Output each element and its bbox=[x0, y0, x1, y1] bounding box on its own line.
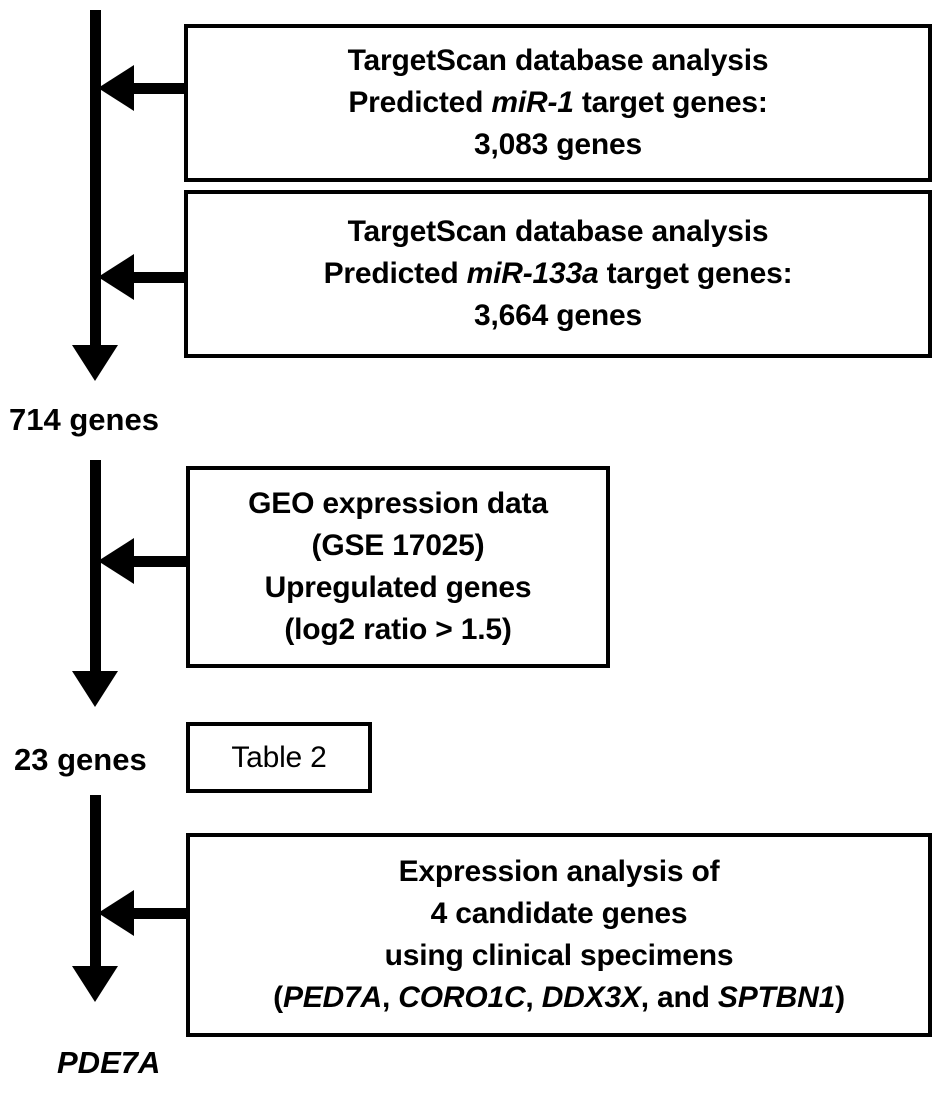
text-segment: (GSE 17025) bbox=[311, 529, 485, 562]
text-segment: 3,664 genes bbox=[474, 299, 642, 332]
text-segment: target genes: bbox=[598, 257, 793, 290]
box-line: Upregulated genes bbox=[265, 567, 532, 609]
vertical-arrow-1-shaft bbox=[90, 10, 101, 355]
horizontal-arrow-2-shaft bbox=[132, 272, 188, 283]
vertical-arrow-3-shaft bbox=[90, 795, 101, 970]
text-segment: TargetScan database analysis bbox=[347, 215, 769, 248]
text-segment: ( bbox=[273, 981, 283, 1014]
text-segment: Predicted bbox=[348, 86, 492, 119]
box-line: 4 candidate genes bbox=[431, 893, 688, 935]
box-line: using clinical specimens bbox=[385, 935, 734, 977]
text-segment: TargetScan database analysis bbox=[347, 44, 769, 77]
label-714-genes: 714 genes bbox=[9, 402, 159, 438]
gene-name-sptbn1: SPTBN1 bbox=[717, 981, 836, 1014]
text-segment: 3,083 genes bbox=[474, 128, 642, 161]
label-pde7a: PDE7A bbox=[57, 1045, 160, 1081]
box-geo-expression: GEO expression data (GSE 17025) Upregula… bbox=[186, 466, 610, 668]
text-segment: GEO expression data bbox=[248, 487, 548, 520]
horizontal-arrow-3-shaft bbox=[132, 556, 188, 567]
box-line: Expression analysis of bbox=[399, 851, 720, 893]
text-segment: Predicted bbox=[323, 257, 467, 290]
box-line: (log2 ratio > 1.5) bbox=[284, 609, 511, 651]
box-line: GEO expression data bbox=[248, 483, 548, 525]
box-line: 3,083 genes bbox=[474, 124, 642, 166]
label-text: 23 genes bbox=[14, 742, 147, 777]
horizontal-arrow-3-head bbox=[98, 538, 134, 584]
gene-name-coro1c: CORO1C bbox=[398, 981, 526, 1014]
text-segment-italic: miR-1 bbox=[491, 86, 574, 119]
label-text: 714 genes bbox=[9, 402, 159, 437]
text-segment: 4 candidate genes bbox=[430, 897, 688, 930]
text-segment: target genes: bbox=[573, 86, 768, 119]
text-segment-italic: miR-133a bbox=[466, 257, 599, 290]
box-line: TargetScan database analysis bbox=[348, 40, 769, 82]
horizontal-arrow-1-head bbox=[98, 65, 134, 111]
box-line: 3,664 genes bbox=[474, 295, 642, 337]
vertical-arrow-3-head bbox=[72, 966, 118, 1002]
vertical-arrow-1-head bbox=[72, 345, 118, 381]
box-line: Table 2 bbox=[231, 737, 327, 779]
vertical-arrow-2-shaft bbox=[90, 460, 101, 675]
text-segment: , bbox=[381, 981, 399, 1014]
box-expression-analysis: Expression analysis of 4 candidate genes… bbox=[186, 833, 932, 1037]
text-segment: , and bbox=[640, 981, 718, 1014]
box-line: Predicted miR-133a target genes: bbox=[324, 253, 793, 295]
text-segment: , bbox=[525, 981, 542, 1014]
box-line: (GSE 17025) bbox=[312, 525, 485, 567]
text-segment: Upregulated genes bbox=[264, 571, 532, 604]
label-23-genes: 23 genes bbox=[14, 742, 147, 778]
text-segment: using clinical specimens bbox=[384, 939, 734, 972]
label-text: PDE7A bbox=[57, 1045, 161, 1080]
text-segment: ) bbox=[835, 981, 845, 1014]
box-table-2[interactable]: Table 2 bbox=[186, 722, 372, 793]
box-line: TargetScan database analysis bbox=[348, 211, 769, 253]
gene-name-ddx3x: DDX3X bbox=[541, 981, 641, 1014]
vertical-arrow-2-head bbox=[72, 671, 118, 707]
box-line: Predicted miR-1 target genes: bbox=[348, 82, 768, 124]
horizontal-arrow-2-head bbox=[98, 254, 134, 300]
text-segment: (log2 ratio > 1.5) bbox=[284, 613, 512, 646]
text-segment: Table 2 bbox=[231, 740, 327, 774]
horizontal-arrow-4-shaft bbox=[132, 908, 188, 919]
text-segment: Expression analysis of bbox=[398, 855, 720, 888]
box-targetscan-mir133a: TargetScan database analysis Predicted m… bbox=[184, 190, 932, 358]
horizontal-arrow-4-head bbox=[98, 890, 134, 936]
box-targetscan-mir1: TargetScan database analysis Predicted m… bbox=[184, 24, 932, 182]
gene-name-ped7a: PED7A bbox=[282, 981, 382, 1014]
box-line-gene-list: (PED7A, CORO1C, DDX3X, and SPTBN1) bbox=[273, 977, 845, 1019]
horizontal-arrow-1-shaft bbox=[132, 83, 188, 94]
